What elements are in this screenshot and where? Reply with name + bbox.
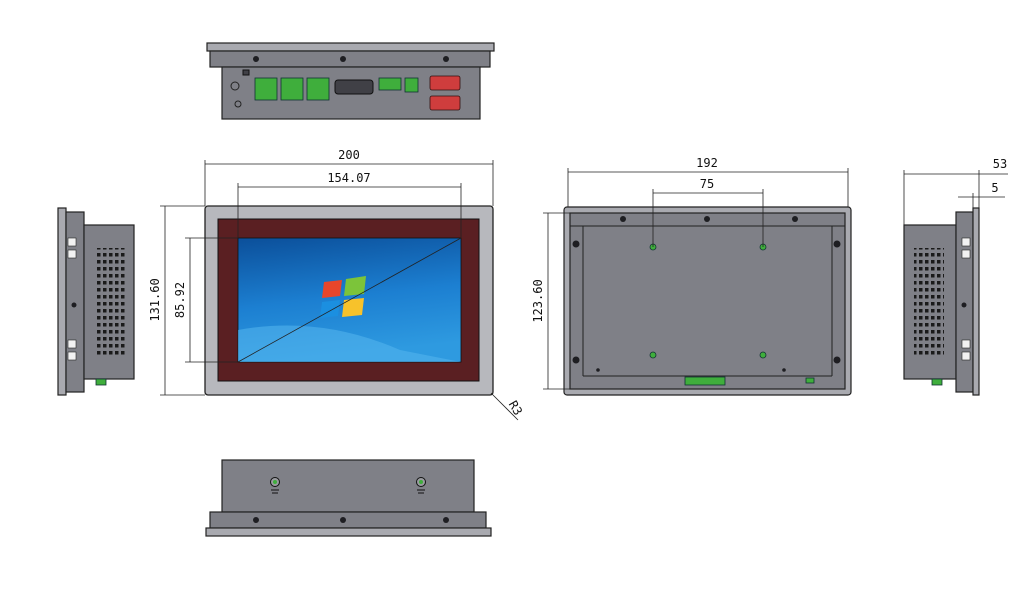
dimension-lines <box>160 160 1008 421</box>
dim-corner-radius: R3 <box>506 398 525 418</box>
dim-front-width: 200 <box>338 148 360 162</box>
ground-symbol-icon <box>270 477 280 494</box>
dim-screen-height: 85.92 <box>173 282 187 318</box>
dim-bezel-thickness: 5 <box>991 181 998 195</box>
dim-screen-width: 154.07 <box>327 171 370 185</box>
dim-mount-spacing: 75 <box>700 177 714 191</box>
dim-back-height: 123.60 <box>531 279 545 322</box>
dim-front-height: 131.60 <box>148 278 162 321</box>
back-view <box>563 206 852 396</box>
ground-symbol-icon <box>416 477 426 494</box>
right-side-view <box>903 207 980 396</box>
front-view <box>204 205 494 396</box>
dim-side-depth: 53 <box>993 157 1007 171</box>
dimension-labels: 200 154.07 131.60 85.92 R3 192 75 123.60… <box>148 148 1007 418</box>
top-view <box>206 42 495 120</box>
dim-back-width: 192 <box>696 156 718 170</box>
bottom-view <box>205 459 492 537</box>
left-side-view <box>57 207 135 396</box>
